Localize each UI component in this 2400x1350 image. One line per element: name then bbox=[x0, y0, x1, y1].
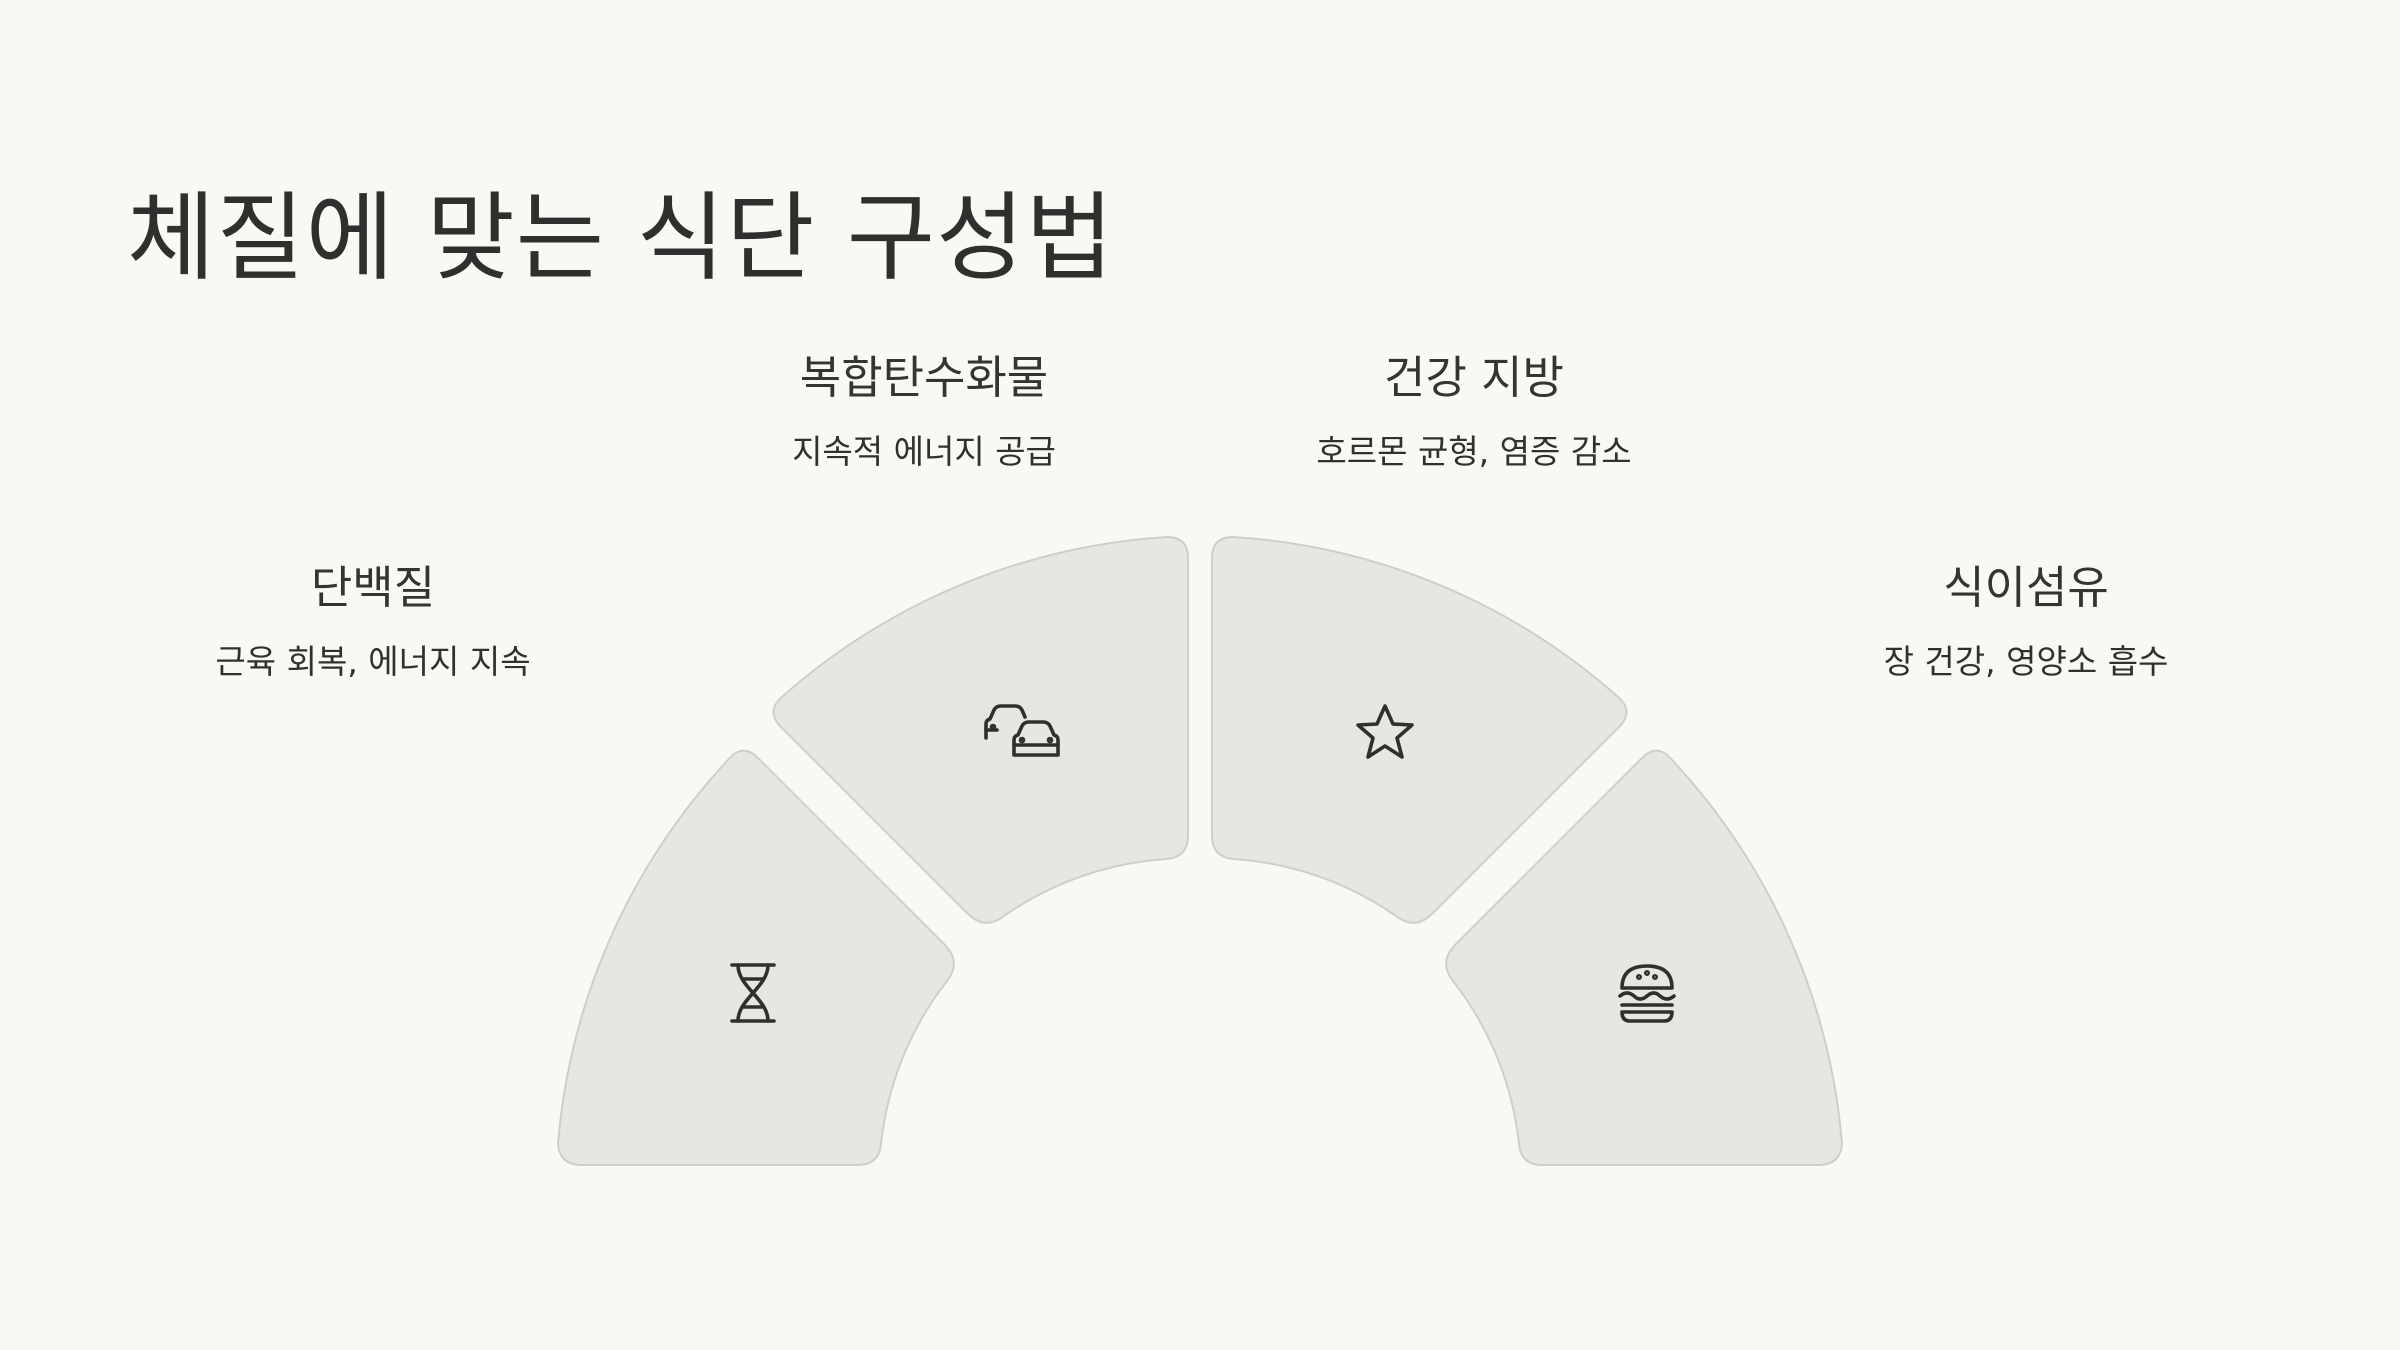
label-complex-carbs-description: 지속적 에너지 공급 bbox=[792, 432, 1056, 471]
label-complex-carbs-heading: 복합탄수화물 bbox=[799, 351, 1049, 404]
dna-icon bbox=[730, 963, 776, 1023]
cars-icon bbox=[984, 704, 1060, 757]
label-healthy-fat: 건강 지방 호르몬 균형, 염증 감소 bbox=[1244, 348, 1704, 474]
segment-healthy-fat bbox=[1211, 535, 1628, 924]
label-fiber: 식이섬유 장 건강, 영양소 흡수 bbox=[1796, 558, 2256, 684]
page-title: 체질에 맞는 식단 구성법 bbox=[127, 182, 1115, 294]
label-fiber-heading: 식이섬유 bbox=[1943, 561, 2109, 614]
segment-fiber bbox=[1445, 749, 1844, 1166]
label-healthy-fat-description: 호르몬 균형, 염증 감소 bbox=[1316, 432, 1632, 471]
label-complex-carbs: 복합탄수화물 지속적 에너지 공급 bbox=[694, 348, 1154, 474]
label-healthy-fat-heading: 건강 지방 bbox=[1384, 351, 1564, 404]
label-protein-heading: 단백질 bbox=[310, 561, 436, 614]
label-protein-description: 근육 회복, 에너지 지속 bbox=[215, 642, 531, 681]
burger-icon bbox=[1618, 964, 1676, 1023]
segment-complex-carbs bbox=[772, 535, 1189, 924]
segment-protein bbox=[556, 749, 955, 1166]
star-icon bbox=[1356, 704, 1414, 759]
label-fiber-description: 장 건강, 영양소 흡수 bbox=[1883, 642, 2169, 681]
label-protein: 단백질 근육 회복, 에너지 지속 bbox=[143, 558, 603, 684]
